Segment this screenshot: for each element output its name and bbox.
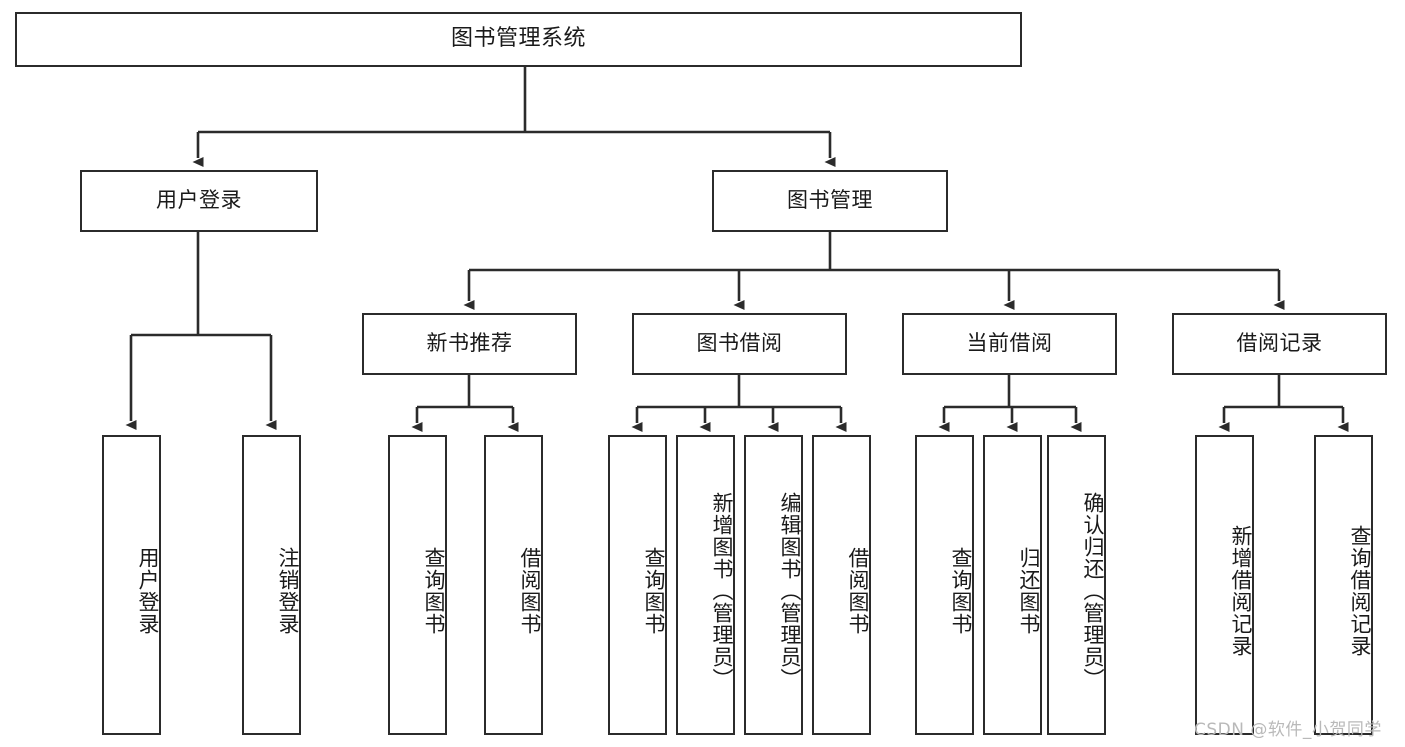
node-label: 查询图书: [422, 547, 446, 635]
leaf-user-logout[interactable]: 注销登录: [242, 435, 301, 735]
node-label: 确认归还（管理员）: [1081, 492, 1105, 690]
leaf-records-query-record[interactable]: 查询借阅记录: [1314, 435, 1373, 735]
leaf-newbook-query-book[interactable]: 查询图书: [388, 435, 447, 735]
node-label: 图书管理系统: [450, 26, 586, 52]
node-label: 归还图书: [1017, 547, 1041, 635]
node-label: 新增借阅记录: [1229, 525, 1253, 657]
leaf-newbook-borrow-book[interactable]: 借阅图书: [484, 435, 543, 735]
leaf-current-return-book[interactable]: 归还图书: [983, 435, 1042, 735]
leaf-records-add-record[interactable]: 新增借阅记录: [1195, 435, 1254, 735]
node-label: 借阅图书: [518, 547, 542, 635]
node-label: 图书管理: [787, 188, 873, 213]
node-book-borrow[interactable]: 图书借阅: [632, 313, 847, 375]
node-label: 用户登录: [156, 188, 242, 213]
leaf-borrow-query-book[interactable]: 查询图书: [608, 435, 667, 735]
leaf-current-query-book[interactable]: 查询图书: [915, 435, 974, 735]
node-label: 编辑图书（管理员）: [778, 492, 802, 690]
watermark: CSDN @软件_小贺同学: [1194, 720, 1382, 740]
leaf-borrow-borrow-book[interactable]: 借阅图书: [812, 435, 871, 735]
node-label: 查询借阅记录: [1348, 525, 1372, 657]
node-current-borrow[interactable]: 当前借阅: [902, 313, 1117, 375]
node-label: 查询图书: [642, 547, 666, 635]
node-label: 新书推荐: [426, 331, 513, 356]
node-label: 查询图书: [949, 547, 973, 635]
node-root-system[interactable]: 图书管理系统: [15, 12, 1022, 67]
node-label: 借阅记录: [1236, 331, 1323, 356]
node-label: 用户登录: [136, 547, 160, 635]
node-user-login[interactable]: 用户登录: [80, 170, 318, 232]
leaf-borrow-add-book[interactable]: 新增图书（管理员）: [676, 435, 735, 735]
node-new-book-recommend[interactable]: 新书推荐: [362, 313, 577, 375]
node-label: 注销登录: [276, 547, 300, 635]
node-borrow-records[interactable]: 借阅记录: [1172, 313, 1387, 375]
leaf-user-login[interactable]: 用户登录: [102, 435, 161, 735]
node-label: 借阅图书: [846, 547, 870, 635]
leaf-current-confirm-return[interactable]: 确认归还（管理员）: [1047, 435, 1106, 735]
node-label: 图书借阅: [696, 331, 783, 356]
leaf-borrow-edit-book[interactable]: 编辑图书（管理员）: [744, 435, 803, 735]
node-label: 当前借阅: [966, 331, 1053, 356]
node-book-management[interactable]: 图书管理: [712, 170, 948, 232]
node-label: 新增图书（管理员）: [710, 492, 734, 690]
